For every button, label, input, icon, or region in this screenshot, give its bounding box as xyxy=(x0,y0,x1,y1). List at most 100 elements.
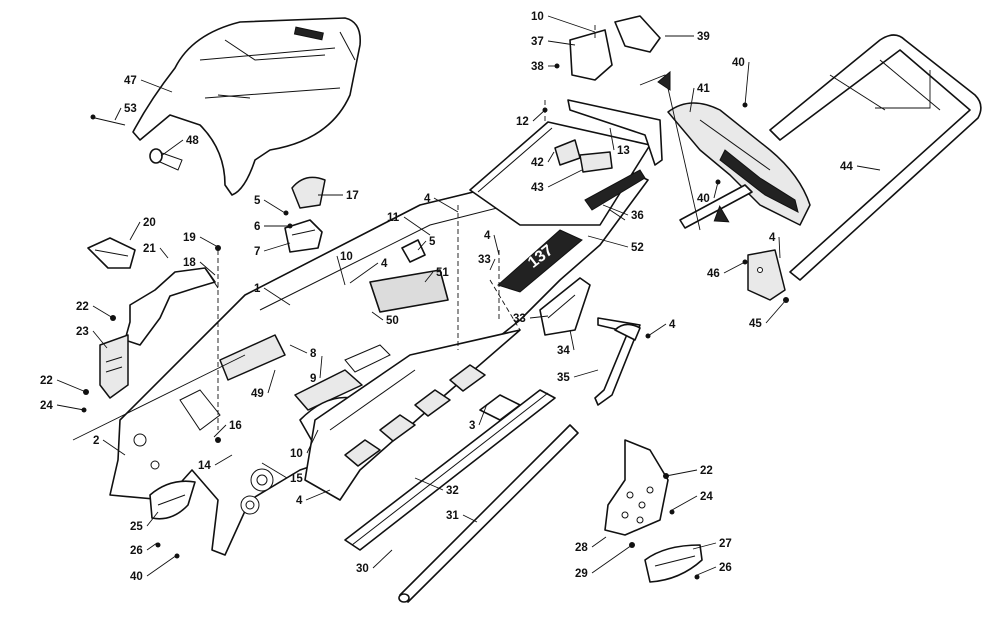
callout-c-30: 30 xyxy=(356,549,393,575)
callout-number: 47 xyxy=(124,75,137,87)
callout-number: 51 xyxy=(436,267,449,279)
seat xyxy=(132,17,362,196)
leader-line xyxy=(462,514,478,523)
callout-c-29: 29 xyxy=(575,544,633,580)
leader-line xyxy=(305,489,331,501)
callout-number: 22 xyxy=(76,301,89,313)
callout-number: 40 xyxy=(697,193,710,205)
callout-c-3: 3 xyxy=(469,403,488,432)
leader-line xyxy=(414,477,444,491)
callout-c-7: 7 xyxy=(254,242,291,258)
callout-c-19: 19 xyxy=(183,232,219,248)
callout-number: 11 xyxy=(387,212,400,224)
leader-line xyxy=(778,236,781,259)
seat-bracket xyxy=(124,267,219,346)
callout-number: 24 xyxy=(40,400,53,412)
callout-number: 10 xyxy=(531,11,544,23)
leader-line xyxy=(263,242,291,252)
callout-c-53: 53 xyxy=(114,103,137,121)
callout-number: 39 xyxy=(697,31,710,43)
leader-line xyxy=(160,139,184,157)
leader-line xyxy=(424,271,434,283)
callout-number: 19 xyxy=(183,232,196,244)
foot-plate xyxy=(604,439,669,536)
callout-c-4d: 4 xyxy=(349,258,388,284)
callout-c-10c: 10 xyxy=(290,429,319,460)
leader-line xyxy=(146,554,178,577)
callout-c-45: 45 xyxy=(749,299,787,330)
callout-number: 5 xyxy=(254,195,261,207)
callout-c-41: 41 xyxy=(689,83,710,113)
callout-c-4b: 4 xyxy=(484,230,500,256)
rail-tube xyxy=(398,424,579,603)
leader-line xyxy=(267,369,276,394)
callout-c-28: 28 xyxy=(575,536,607,554)
callout-c-8: 8 xyxy=(289,344,317,360)
callout-c-25: 25 xyxy=(130,511,159,533)
callout-c-15: 15 xyxy=(261,462,303,485)
leader-line xyxy=(591,544,633,574)
callout-c-48: 48 xyxy=(160,135,199,157)
leader-line xyxy=(647,323,667,337)
callout-c-40b: 40 xyxy=(697,181,719,205)
callout-c-4f: 4 xyxy=(296,489,331,507)
callout-number: 4 xyxy=(296,495,303,507)
leader-line xyxy=(56,404,85,411)
leader-line xyxy=(371,311,384,321)
leader-line xyxy=(713,181,719,199)
callout-c-2: 2 xyxy=(93,435,126,456)
callout-number: 22 xyxy=(40,375,53,387)
callout-number: 43 xyxy=(531,182,544,194)
callout-number: 42 xyxy=(531,157,544,169)
callout-number: 46 xyxy=(707,268,720,280)
callout-c-24a: 24 xyxy=(40,400,85,412)
leader-line xyxy=(532,109,546,122)
leader-line xyxy=(159,247,169,259)
latch-bracket xyxy=(569,15,661,81)
leader-line xyxy=(214,454,233,466)
leader-line xyxy=(765,299,787,324)
callout-c-35: 35 xyxy=(557,369,599,384)
leader-line xyxy=(263,287,291,306)
callout-number: 36 xyxy=(631,210,644,222)
callout-c-14: 14 xyxy=(198,454,233,472)
leader-line xyxy=(213,424,227,438)
callout-c-10a: 10 xyxy=(531,11,596,33)
callout-number: 5 xyxy=(429,236,436,248)
callout-number: 25 xyxy=(130,521,143,533)
callout-number: 17 xyxy=(346,190,359,202)
callout-number: 6 xyxy=(254,221,260,233)
callout-number: 4 xyxy=(484,230,491,242)
leader-line xyxy=(129,221,141,241)
leader-line xyxy=(289,344,308,354)
callout-number: 23 xyxy=(76,326,89,338)
callout-c-50: 50 xyxy=(371,311,399,327)
callout-c-17: 17 xyxy=(318,190,359,202)
callout-number: 22 xyxy=(700,465,713,477)
trim-clip xyxy=(401,239,426,263)
callout-c-21: 21 xyxy=(143,243,169,259)
leader-line xyxy=(417,240,427,251)
leader-line xyxy=(140,79,173,93)
callout-c-4c: 4 xyxy=(769,232,781,259)
callout-number: 24 xyxy=(700,491,713,503)
leader-line xyxy=(547,15,596,33)
callout-number: 30 xyxy=(356,563,369,575)
callout-c-32: 32 xyxy=(414,477,459,497)
callout-number: 44 xyxy=(840,161,853,173)
step-bracket xyxy=(539,277,591,336)
bumper-mount xyxy=(747,249,786,301)
callout-number: 33 xyxy=(513,313,526,325)
callout-number: 29 xyxy=(575,568,588,580)
rear-step-pad xyxy=(644,544,703,583)
leader-line xyxy=(547,151,555,163)
callout-number: 4 xyxy=(424,193,431,205)
side-cover xyxy=(87,237,136,269)
leader-line xyxy=(433,197,459,213)
leader-line xyxy=(569,329,575,351)
callout-number: 9 xyxy=(310,373,316,385)
callout-c-52: 52 xyxy=(587,235,644,254)
callout-number: 8 xyxy=(310,348,317,360)
callout-number: 49 xyxy=(251,388,264,400)
